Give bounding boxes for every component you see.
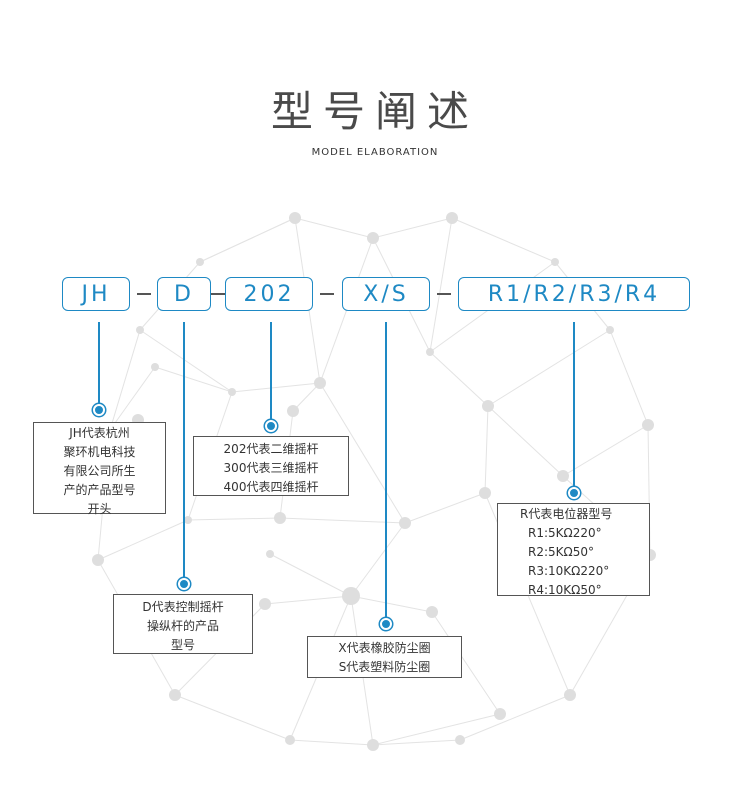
description-line: R3:10KΩ220°	[528, 564, 610, 578]
description-line: 开头	[87, 502, 112, 516]
code-box-d: D	[157, 277, 211, 311]
connector-dot-axis	[265, 420, 277, 432]
description-line: 操纵杆的产品	[146, 619, 219, 633]
code-box-r: R1/R2/R3/R4	[458, 277, 690, 311]
description-jh: JH代表杭州 聚环机电科技 有限公司所生 产的产品型号 开头	[33, 422, 166, 516]
code-box-xs: X/S	[342, 277, 430, 311]
page-title: 型号阐述	[270, 87, 479, 136]
connector-line-d	[183, 322, 185, 584]
connector-dot-xs	[380, 618, 392, 630]
description-line: D代表控制摇杆	[142, 600, 224, 614]
separator-dash	[137, 293, 151, 295]
description-xs: X代表橡胶防尘圈 S代表塑料防尘圈	[307, 636, 462, 678]
description-line: JH代表杭州	[69, 426, 130, 440]
description-line: 聚环机电科技	[63, 445, 136, 459]
description-line: S代表塑料防尘圈	[338, 660, 431, 674]
description-line: R4:10KΩ50°	[528, 583, 602, 597]
description-line: 400代表四维摇杆	[223, 480, 319, 494]
description-line: 产的产品型号	[63, 483, 136, 497]
code-box-jh: JH	[62, 277, 130, 311]
description-line: R2:5KΩ50°	[528, 545, 594, 559]
description-line: 202代表二维摇杆	[223, 442, 319, 456]
description-line: R1:5KΩ220°	[528, 526, 602, 540]
connector-line-axis	[270, 322, 272, 426]
separator-dash	[320, 293, 334, 295]
connector-dot-jh	[93, 404, 105, 416]
description-line: X代表橡胶防尘圈	[338, 641, 431, 655]
page-subtitle: MODEL ELABORATION	[311, 147, 439, 158]
connector-line-jh	[98, 322, 100, 410]
connector-line-xs	[385, 322, 387, 624]
description-line: R代表电位器型号	[520, 507, 613, 521]
connector-dot-r	[568, 487, 580, 499]
connector-dot-d	[178, 578, 190, 590]
description-r: R代表电位器型号 R1:5KΩ220° R2:5KΩ50° R3:10KΩ220…	[497, 503, 650, 597]
description-line: 有限公司所生	[63, 464, 136, 478]
connector-line-r	[573, 322, 575, 492]
separator-dash	[211, 293, 225, 295]
description-line: 300代表三维摇杆	[223, 461, 319, 475]
code-box-axis: 202	[225, 277, 313, 311]
description-d: D代表控制摇杆 操纵杆的产品 型号	[113, 594, 253, 654]
description-axis: 202代表二维摇杆 300代表三维摇杆 400代表四维摇杆	[193, 436, 349, 496]
separator-dash	[437, 293, 451, 295]
description-line: 型号	[170, 638, 195, 652]
